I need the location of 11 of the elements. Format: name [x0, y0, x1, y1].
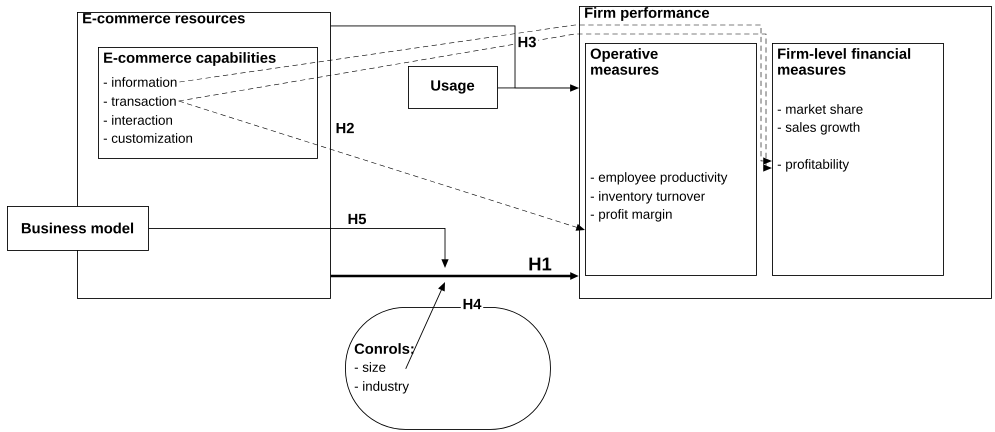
process-box: Business model — [7, 206, 149, 251]
edge-label: H3 — [516, 35, 538, 49]
edge-label: H2 — [334, 121, 356, 135]
edge-label: H1 — [526, 256, 554, 272]
arrow — [178, 100, 585, 231]
measure-box: Firm-level financial measures - market share - sales growth - profitability — [772, 43, 944, 276]
capability-box: E-commerce capabilities - information - transaction - interaction - customization — [98, 47, 318, 159]
edge-label: H5 — [346, 212, 368, 226]
edge-label: H4 — [460, 297, 484, 311]
measure-box: Operative measures - employee productivity - inventory turnover - profit margin — [585, 43, 757, 276]
process-box: Usage — [408, 66, 498, 109]
